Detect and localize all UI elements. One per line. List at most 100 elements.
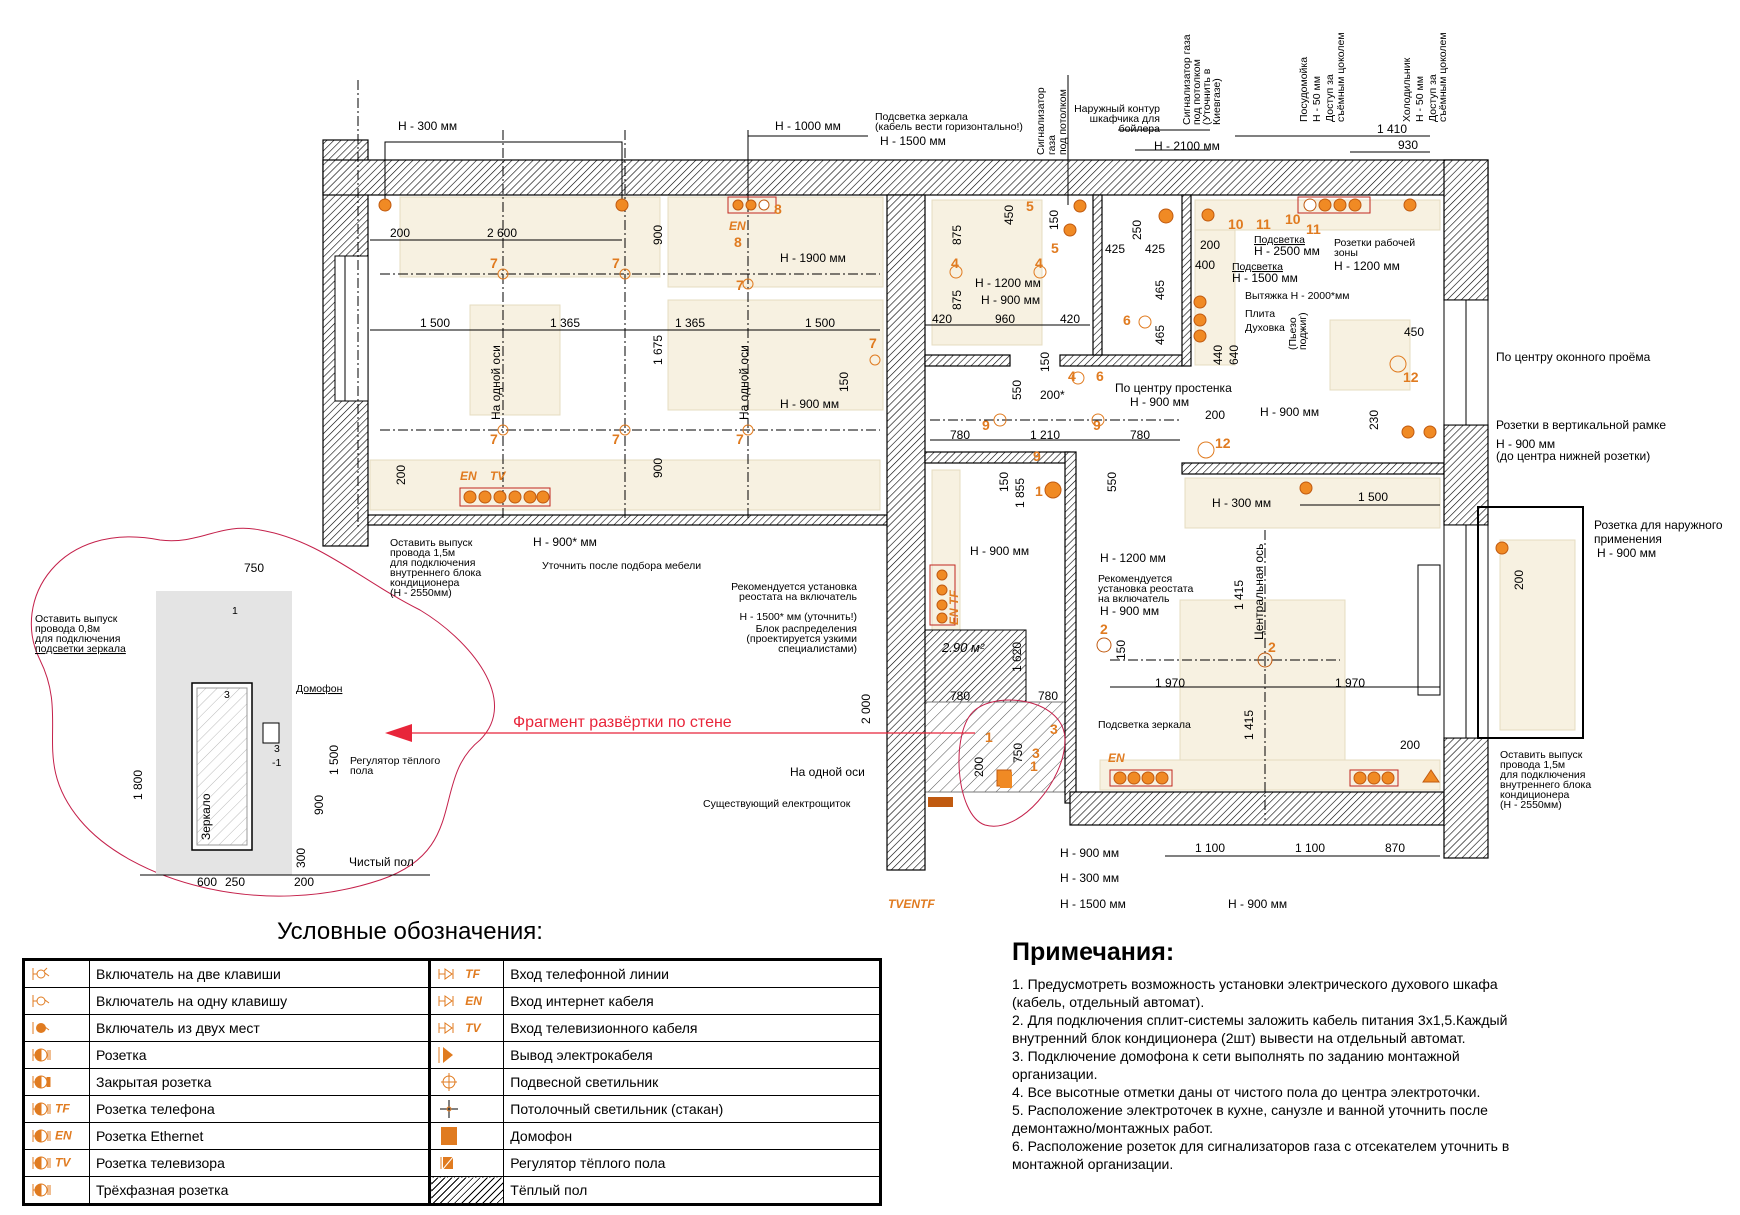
plan-label: (проектируется узкими [746,633,857,645]
plan-label: Н - 900* мм [533,535,597,549]
plan-label: (Уточнить в [1201,68,1213,125]
plan-label: (кабель вести горизонтально!) [875,121,1023,133]
plan-label: 4 [1068,368,1076,384]
plan-label: Н - 1200 мм [1334,259,1400,273]
plan-label: Н - 900 мм [981,293,1040,307]
wall-fragment-outline [958,699,1066,827]
plan-label: применения [1594,532,1662,546]
ceiling-lights [497,265,1407,459]
plan-label: 8 [774,201,782,217]
plan-label: провода 1,5м [1500,759,1565,771]
corridor-labels: 550 150 200* По центру простенка Н - 900… [950,352,1232,565]
plan-label: Розетка для наружного [1594,518,1723,532]
plan-label: Н - 900 мм [1228,897,1287,911]
plan-label: Н - 900 мм [780,397,839,411]
plan-label: Духовка [1245,322,1285,334]
plan-label: Н - 2500 мм [1254,244,1320,258]
plan-label: Вытяжка Н - 2000*мм [1245,290,1349,302]
plan-label: Н - 900 мм [970,544,1029,558]
plan-label: 640 [1227,345,1241,365]
plan-label: 1 500 [805,316,835,330]
plan-label: на включатель [1098,593,1170,605]
plan-label: Н - 50 мм [1311,76,1323,122]
plan-label: 2 [1268,639,1276,655]
plan-label: 425 [1145,242,1165,256]
plan-label: Н - 1500* мм (уточнить!) [739,611,857,623]
windows [334,255,1584,739]
hall-labels: Рекомендуется установка реостата на вклю… [703,581,1058,911]
plan-label: 3 [224,689,230,701]
plan-label: Розетки в вертикальной рамке [1496,418,1666,432]
axis-lines [357,80,1340,820]
fragment-labels: 750 Оставить выпуск провода 0,8м для под… [35,561,440,889]
plan-label: съёмным цоколем [1335,32,1347,122]
plan-label: 1 855 [1013,478,1027,508]
wall-fragment-outline [30,527,495,897]
plan-label: 200 [1205,408,1225,422]
floor-heating-regulator-icon [428,1149,505,1177]
furniture [369,196,1576,791]
plan-label: Н - 900 мм [1597,546,1656,560]
plan-label: EN [729,219,746,233]
plan-label: Н - 900 мм [1496,437,1555,451]
plan-label: Н - 1500 мм [1232,271,1298,285]
plan-label: Оставить выпуск [1500,749,1583,761]
plan-label: TVENTF [888,897,935,911]
plan-label: 150 [997,472,1011,492]
plan-label: 930 [1398,138,1418,152]
plan-label: (Н - 2550мм) [1500,799,1562,811]
plan-label: По центру простенка [1115,381,1232,395]
notes: Примечания: 1. Предусмотреть возможность… [1012,938,1612,1173]
plan-label: Н - 1500 мм [1060,897,1126,911]
plan-label: 870 [1385,841,1405,855]
plan-label: зоны [1334,247,1358,259]
plan-label: (Пьезо [1287,317,1299,350]
intercom-box [262,722,280,744]
plan-label: 4 [951,255,959,271]
plan-label: 250 [225,875,245,889]
plan-label: Н - 300 мм [1060,871,1119,885]
plan-label: 1 800 [131,770,145,800]
ethernet-socket-icon: EN [23,1122,90,1150]
legend-tag: EN [55,1128,72,1143]
plan-label: Зеркало [199,793,213,840]
plan-label: 7 [869,335,877,351]
plan-label: 1 500 [327,745,341,775]
plan-label: 10 [1285,211,1301,227]
plan-label: Сигнализатор [1035,87,1047,155]
legend-label: Регулятор тёплого пола [503,1149,881,1177]
legend-label: Включатель на одну клавишу [88,987,431,1015]
plan-label: 9 [1093,417,1101,433]
plan-label: 8 [734,234,742,250]
plan-label: Н - 1200 мм [975,276,1041,290]
legend-label: Вход телефонной линии [503,959,881,988]
ceiling-light-icon [428,1095,505,1123]
plan-label: Н - 1000 мм [775,119,841,133]
plan-label: 9 [1033,448,1041,464]
plan-label: 1 365 [550,316,580,330]
plan-label: 420 [1060,312,1080,326]
legend-tag: TV [465,1020,481,1035]
plan-label: Киевгазе) [1211,78,1223,125]
plan-label: (до центра нижней розетки) [1496,449,1650,463]
legend-label: Розетка телевизора [88,1149,431,1177]
plan-label: 550 [1105,472,1119,492]
plan-label: 420 [932,312,952,326]
plan-label: Доступ за [1427,74,1439,122]
plan-label: 1 410 [1377,122,1407,136]
plan-label: 900 [312,795,326,815]
warm-floor-area [924,629,1027,703]
plan-label: Н - 1900 мм [780,251,846,265]
plan-label: Подсветка зеркала [875,111,968,123]
legend-label: Включатель из двух мест [88,1014,431,1042]
plan-label: 400 [1195,258,1215,272]
plan-label: Н - 1200 мм [1100,551,1166,565]
legend-tag: TF [55,1101,70,1116]
plan-label: кондиционера [1500,789,1570,801]
plan-label: 1 [985,729,993,745]
legend-label: Тёплый пол [503,1176,881,1205]
plan-label: 7 [612,255,620,271]
